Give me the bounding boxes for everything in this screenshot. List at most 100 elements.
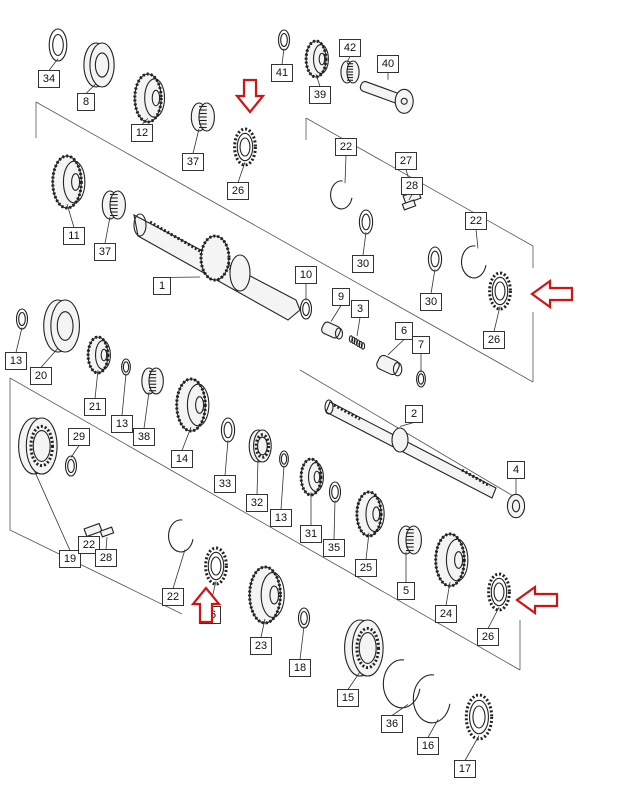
part-label-p11[interactable]: 11 xyxy=(63,227,85,245)
part-label-p33[interactable]: 33 xyxy=(214,475,236,493)
part-label-p10[interactable]: 10 xyxy=(295,266,317,284)
part-label-p22c[interactable]: 22 xyxy=(78,536,100,554)
part-p22b-circlip xyxy=(461,245,487,279)
part-label-p41[interactable]: 41 xyxy=(271,64,293,82)
part-label-p22b[interactable]: 22 xyxy=(465,212,487,230)
label-box xyxy=(507,461,525,479)
part-label-p20[interactable]: 20 xyxy=(30,367,52,385)
part-label-p38[interactable]: 38 xyxy=(133,428,155,446)
part-label-p26d[interactable]: 26 xyxy=(477,628,499,646)
part-p31-gear xyxy=(299,457,324,497)
label-number: 5 xyxy=(403,585,409,597)
part-label-p21[interactable]: 21 xyxy=(84,398,106,416)
label-box xyxy=(335,138,357,156)
part-label-p35[interactable]: 35 xyxy=(323,539,345,557)
label-number: 2 xyxy=(411,408,417,420)
label-number: 11 xyxy=(68,230,79,242)
leader-line-p22a xyxy=(344,155,347,184)
leader-line-p13c xyxy=(280,465,285,510)
leader-line-p37a xyxy=(192,128,200,154)
leader-line-p13a xyxy=(15,327,23,353)
part-p25-gear xyxy=(355,490,385,538)
label-number: 3 xyxy=(357,303,363,315)
part-label-p32[interactable]: 32 xyxy=(246,494,268,512)
part-label-p30b[interactable]: 30 xyxy=(420,293,442,311)
leader-line-p30b xyxy=(430,269,436,294)
highlight-arrow-left xyxy=(515,584,559,616)
leader-line-p14 xyxy=(181,426,192,451)
part-label-p17[interactable]: 17 xyxy=(454,760,476,778)
part-label-p9[interactable]: 9 xyxy=(332,288,350,306)
part-label-p37b[interactable]: 37 xyxy=(94,243,116,261)
leader-line-p16 xyxy=(427,719,439,738)
part-label-p13c[interactable]: 13 xyxy=(270,509,292,527)
label-number: 27 xyxy=(400,155,412,167)
part-p29-ring xyxy=(64,455,78,477)
label-number: 4 xyxy=(513,464,519,476)
part-label-p22d[interactable]: 22 xyxy=(162,588,184,606)
part-label-p5[interactable]: 5 xyxy=(397,582,415,600)
label-box xyxy=(227,182,249,200)
part-label-p27[interactable]: 27 xyxy=(395,152,417,170)
part-p13c-ring xyxy=(279,450,289,468)
part-p28a-key xyxy=(401,199,417,211)
label-box xyxy=(182,153,204,171)
leader-line-p12 xyxy=(141,118,149,125)
part-p26b-synchro xyxy=(488,271,512,311)
part-label-p2[interactable]: 2 xyxy=(405,405,423,423)
part-label-p28a[interactable]: 28 xyxy=(401,177,423,195)
part-labels: 3481237264139424022272811371302210302693… xyxy=(5,39,525,778)
part-label-p13b[interactable]: 13 xyxy=(111,415,133,433)
label-number: 6 xyxy=(401,325,407,337)
part-label-p19[interactable]: 19 xyxy=(59,550,81,568)
label-box xyxy=(94,243,116,261)
part-label-p12[interactable]: 12 xyxy=(131,124,153,142)
label-number: 36 xyxy=(386,718,398,730)
part-label-p7[interactable]: 7 xyxy=(412,336,430,354)
part-label-p13a[interactable]: 13 xyxy=(5,352,27,370)
part-label-p22a[interactable]: 22 xyxy=(335,138,357,156)
part-label-p31[interactable]: 31 xyxy=(300,525,322,543)
part-label-p36[interactable]: 36 xyxy=(381,715,403,733)
part-label-p25[interactable]: 25 xyxy=(355,559,377,577)
part-p12-gear xyxy=(133,72,166,124)
label-number: 29 xyxy=(73,431,85,443)
part-p22d-circlip xyxy=(168,519,194,553)
part-label-p34[interactable]: 34 xyxy=(38,70,60,88)
leader-line-p37b xyxy=(104,216,111,244)
part-label-p30a[interactable]: 30 xyxy=(352,255,374,273)
label-number: 39 xyxy=(314,89,326,101)
part-label-p40[interactable]: 40 xyxy=(377,55,399,73)
part-label-p37a[interactable]: 37 xyxy=(182,153,204,171)
part-label-p15[interactable]: 15 xyxy=(337,689,359,707)
part-label-p42[interactable]: 42 xyxy=(339,39,361,57)
part-label-p18[interactable]: 18 xyxy=(289,659,311,677)
label-number: 38 xyxy=(138,431,150,443)
part-label-p29[interactable]: 29 xyxy=(68,428,90,446)
part-label-p3[interactable]: 3 xyxy=(351,300,369,318)
label-box xyxy=(483,331,505,349)
part-label-p24[interactable]: 24 xyxy=(435,605,457,623)
part-label-p39[interactable]: 39 xyxy=(309,86,331,104)
part-label-p26a[interactable]: 26 xyxy=(227,182,249,200)
part-label-p1[interactable]: 1 xyxy=(153,277,171,295)
part-label-p6[interactable]: 6 xyxy=(395,322,413,340)
part-p13a-ring xyxy=(15,308,29,330)
part-label-p8[interactable]: 8 xyxy=(77,93,95,111)
part-p41-ring xyxy=(277,29,291,51)
part-p37a-needle xyxy=(190,102,215,132)
part-label-p16[interactable]: 16 xyxy=(417,737,439,755)
part-p26c-synchro xyxy=(204,546,228,586)
part-label-p4[interactable]: 4 xyxy=(507,461,525,479)
part-p30a-ring xyxy=(358,209,374,235)
label-number: 26 xyxy=(232,185,244,197)
part-p11-gear xyxy=(51,154,86,210)
part-label-p23[interactable]: 23 xyxy=(250,637,272,655)
part-p7-ring xyxy=(416,370,426,388)
part-label-p28b[interactable]: 28 xyxy=(95,549,117,567)
part-label-p14[interactable]: 14 xyxy=(171,450,193,468)
part-label-p26b[interactable]: 26 xyxy=(483,331,505,349)
label-number: 22 xyxy=(340,141,352,153)
guide-line xyxy=(9,377,521,671)
